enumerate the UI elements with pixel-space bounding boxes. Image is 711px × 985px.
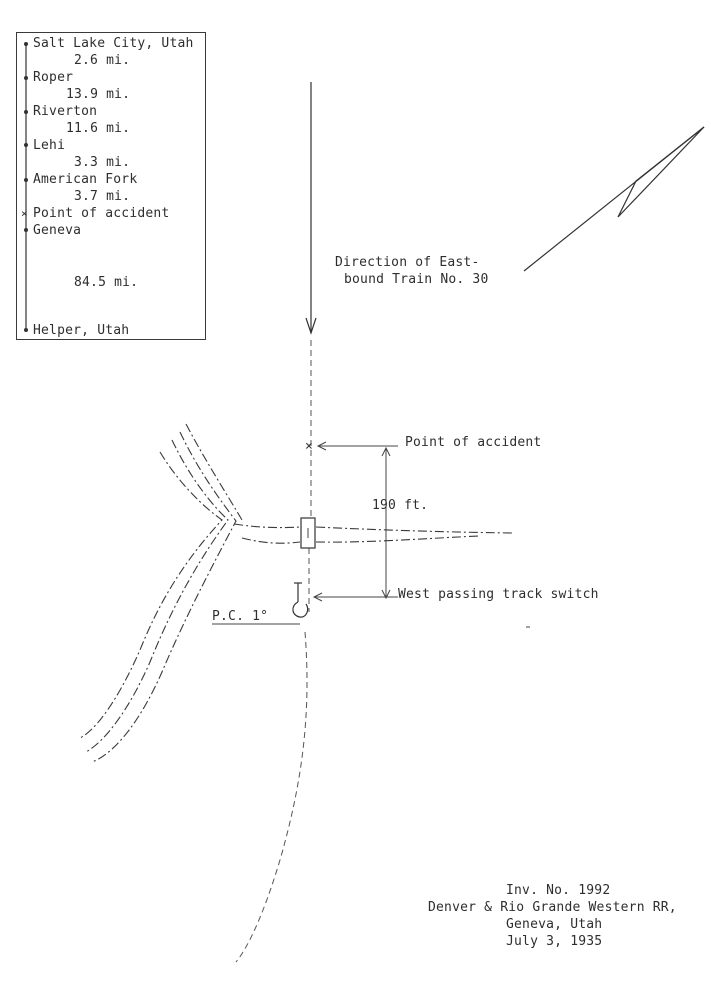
station-dot <box>24 328 28 332</box>
direction-label-line1: Direction of East- <box>335 255 480 270</box>
station-dot <box>24 228 28 232</box>
caption-railroad: Denver & Rio Grande Western RR, <box>428 900 677 915</box>
station-geneva: Geneva <box>33 223 82 238</box>
caption-inv-no: Inv. No. 1992 <box>506 883 611 898</box>
switch-symbol <box>292 582 309 618</box>
station-dot <box>24 42 28 46</box>
route-line: × <box>21 42 28 332</box>
station-dot <box>24 143 28 147</box>
accident-cross-mark: × <box>21 207 28 220</box>
accident-dimension: × <box>305 439 398 602</box>
station-salt-lake-city: Salt Lake City, Utah <box>33 36 194 51</box>
route-list-box <box>16 32 206 340</box>
distance-5: 84.5 mi. <box>74 275 139 290</box>
bridge-symbol <box>300 517 316 549</box>
station-riverton: Riverton <box>33 104 98 119</box>
distance-2: 11.6 mi. <box>66 121 131 136</box>
station-dot <box>24 110 28 114</box>
distance-1: 13.9 mi. <box>66 87 131 102</box>
creek <box>79 423 513 763</box>
station-dot <box>24 178 28 182</box>
distance-4: 3.7 mi. <box>74 189 131 204</box>
point-of-accident-label: Point of accident <box>405 435 542 450</box>
station-point-of-accident: Point of accident <box>33 206 170 221</box>
north-arrow <box>523 126 705 272</box>
direction-label-line2: bound Train No. 30 <box>344 272 489 287</box>
main-track <box>235 82 317 963</box>
distance-3: 3.3 mi. <box>74 155 131 170</box>
caption-location: Geneva, Utah <box>506 917 603 932</box>
switch-label: West passing track switch <box>398 587 599 602</box>
caption-date: July 3, 1935 <box>506 934 603 949</box>
station-helper: Helper, Utah <box>33 323 130 338</box>
station-dot <box>24 76 28 80</box>
distance-label: 190 ft. <box>372 498 429 513</box>
station-lehi: Lehi <box>33 138 66 153</box>
accident-x-marker: × <box>305 439 313 454</box>
station-american-fork: American Fork <box>33 172 138 187</box>
curve-label: P.C. 1° <box>212 609 269 624</box>
station-roper: Roper <box>33 70 74 85</box>
distance-0: 2.6 mi. <box>74 53 131 68</box>
